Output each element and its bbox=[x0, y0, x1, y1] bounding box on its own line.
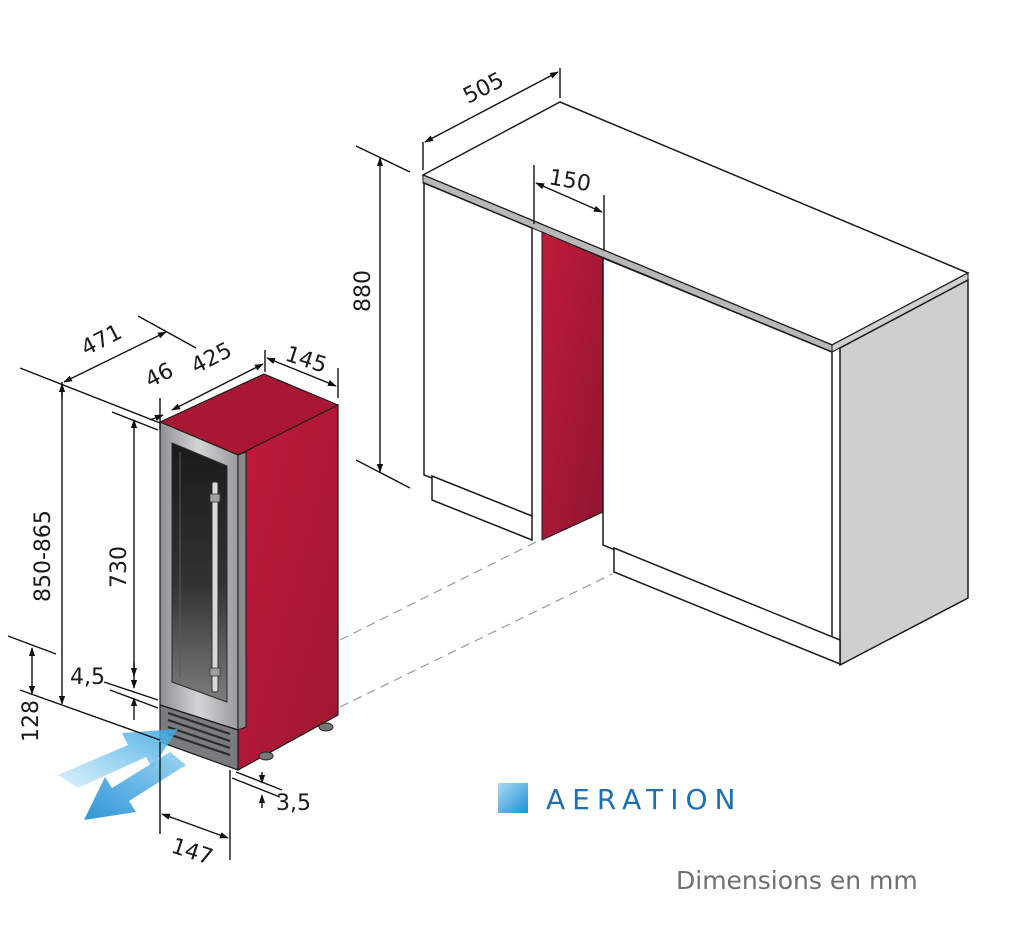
dim-128: 128 bbox=[19, 700, 44, 742]
dim-880: 880 bbox=[351, 270, 376, 312]
dim-147: 147 bbox=[168, 834, 216, 871]
dim-850-865: 850-865 bbox=[31, 510, 56, 602]
counter-side-panel bbox=[839, 278, 969, 667]
wine-cooler bbox=[158, 373, 340, 772]
aeration-label: AERATION bbox=[546, 783, 743, 816]
niche-opening bbox=[541, 231, 604, 541]
cooler-door-edge bbox=[237, 451, 247, 731]
airflow-arrows bbox=[58, 729, 186, 820]
plinth-left bbox=[431, 474, 533, 542]
dim-505: 505 bbox=[459, 68, 508, 109]
dim-145: 145 bbox=[282, 342, 330, 379]
aeration-swatch bbox=[498, 783, 528, 813]
dim-4-5: 4,5 bbox=[70, 665, 105, 690]
dim-730: 730 bbox=[107, 546, 132, 588]
grille-slots bbox=[167, 712, 231, 756]
cooler-foot bbox=[258, 751, 274, 761]
dim-425: 425 bbox=[187, 338, 236, 379]
aeration-legend: AERATION bbox=[498, 783, 743, 816]
plinth-right bbox=[613, 546, 841, 666]
dim-3-5: 3,5 bbox=[276, 791, 311, 816]
cooler-handle bbox=[211, 481, 219, 693]
dimension-lines bbox=[7, 68, 605, 860]
cabinet-door-left bbox=[423, 181, 533, 518]
air-intake-arrow bbox=[58, 729, 178, 788]
dim-46: 46 bbox=[141, 358, 177, 393]
projection-lines bbox=[339, 539, 613, 708]
units-note: Dimensions en mm bbox=[676, 866, 918, 895]
cooler-side bbox=[237, 404, 339, 772]
kitchen-counter bbox=[421, 101, 970, 667]
cooler-foot bbox=[318, 722, 334, 732]
